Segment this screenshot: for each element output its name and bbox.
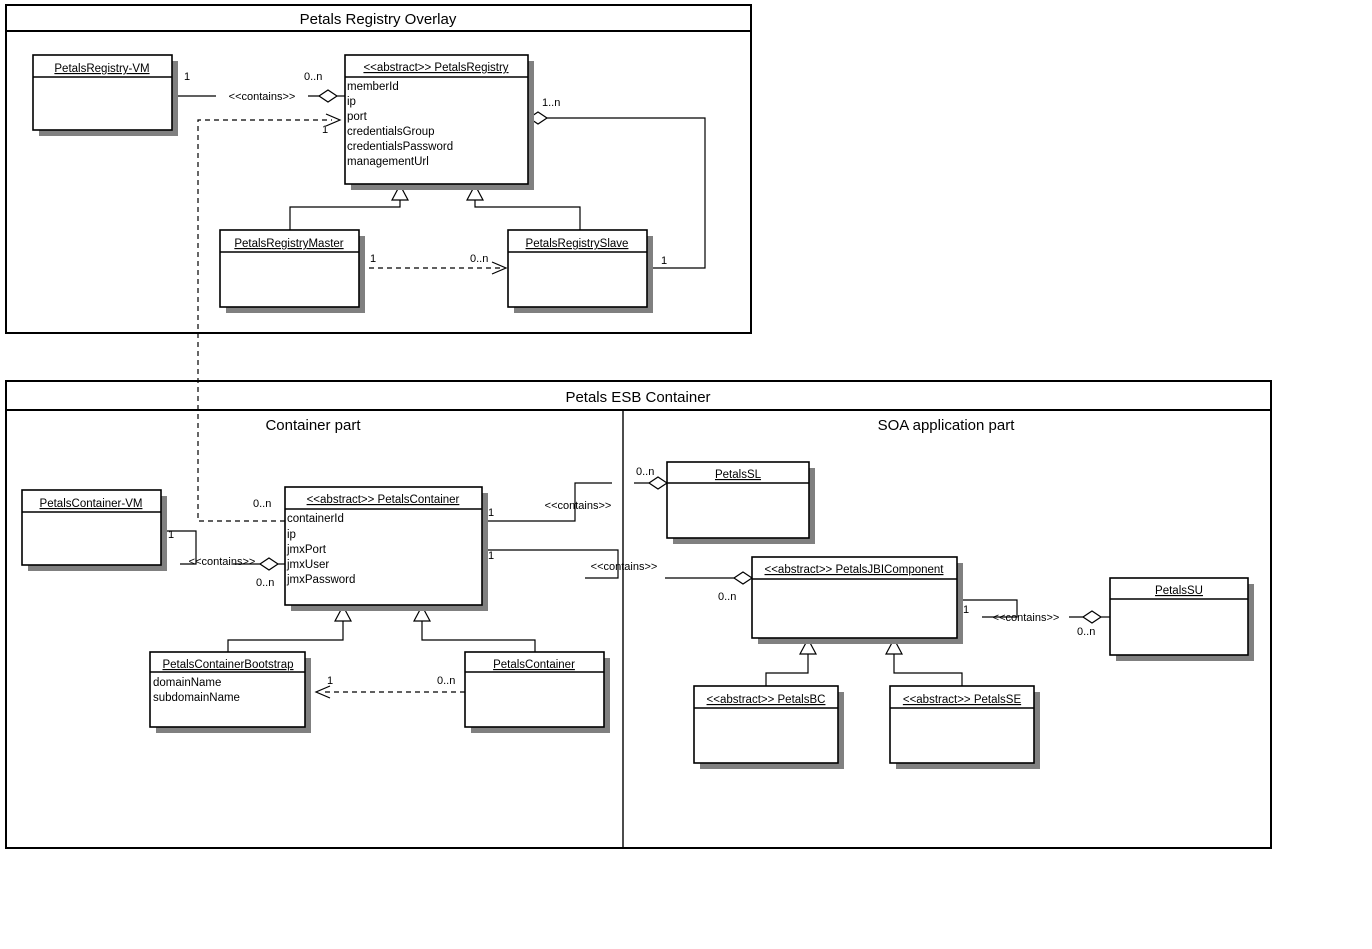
- frame-esb-container: Petals ESB Container Container part SOA …: [5, 380, 1272, 849]
- mult-su-zeron: 0..n: [1077, 626, 1095, 638]
- mult-slave-zeron: 0..n: [470, 253, 488, 265]
- attr-jmxuser: jmxUser: [286, 559, 329, 571]
- generalization-se-jbi: [885, 637, 963, 686]
- mult-containervm-one: 1: [168, 529, 174, 541]
- attr-ip: ip: [347, 96, 356, 108]
- class-petals-container-abstract[interactable]: <<abstract>> PetalsContainer containerId…: [284, 486, 488, 611]
- assoc-jbi-su: 1 0..n <<contains>>: [957, 599, 1110, 638]
- class-name-petals-registry: <<abstract>> PetalsRegistry: [363, 62, 508, 74]
- generalization-master-registry: [289, 183, 409, 230]
- assoc-label-contains-4: <<contains>>: [591, 561, 658, 573]
- attr-container-ip: ip: [287, 529, 296, 541]
- mult-master-one: 1: [370, 253, 376, 265]
- mult-registry-one-dep: 1: [322, 124, 328, 136]
- assoc-label-contains-2: <<contains>>: [189, 556, 256, 568]
- frame-registry-overlay: Petals Registry Overlay: [5, 4, 752, 334]
- mult-registryvm-one: 1: [184, 71, 190, 83]
- attr-credentialspassword: credentialsPassword: [347, 141, 453, 153]
- mult-registry-onen: 1..n: [542, 97, 560, 109]
- attr-subdomainname: subdomainName: [153, 692, 240, 704]
- class-name-petals-bc: <<abstract>> PetalsBC: [707, 694, 826, 706]
- class-petals-bc[interactable]: <<abstract>> PetalsBC: [693, 685, 844, 769]
- attr-jmxport: jmxPort: [286, 544, 327, 556]
- class-petals-jbi-component[interactable]: <<abstract>> PetalsJBIComponent: [751, 556, 963, 644]
- class-name-petals-jbi-component: <<abstract>> PetalsJBIComponent: [765, 564, 945, 576]
- dependency-master-slave: 1 0..n: [360, 253, 508, 275]
- class-petals-sl[interactable]: PetalsSL: [666, 461, 815, 544]
- assoc-label-contains-3: <<contains>>: [545, 500, 612, 512]
- class-name-petals-registry-master: PetalsRegistryMaster: [234, 238, 343, 250]
- class-name-petals-su: PetalsSU: [1155, 585, 1203, 597]
- partition-title-soa-part: SOA application part: [878, 417, 1016, 434]
- mult-container-one-jbi: 1: [488, 550, 494, 562]
- class-petals-container[interactable]: PetalsContainer: [464, 651, 610, 733]
- class-petals-container-bootstrap[interactable]: PetalsContainerBootstrap domainName subd…: [149, 651, 311, 733]
- mult-slave-one: 1: [661, 255, 667, 267]
- class-petals-registry-vm[interactable]: PetalsRegistry-VM: [32, 54, 178, 136]
- class-name-petals-container-abstract: <<abstract>> PetalsContainer: [307, 494, 460, 506]
- class-name-petals-container-vm: PetalsContainer-VM: [40, 498, 143, 510]
- assoc-container-jbi: 1 0..n <<contains>>: [482, 549, 754, 603]
- dependency-container-bootstrap: 1 0..n: [314, 675, 465, 699]
- attr-containerid: containerId: [287, 513, 344, 525]
- generalization-bc-jbi: [765, 637, 817, 686]
- class-name-petals-registry-slave: PetalsRegistrySlave: [526, 238, 629, 250]
- frame-title-esb-container: Petals ESB Container: [565, 389, 710, 406]
- assoc-registryvm-registry: 1 0..n <<contains>>: [172, 71, 345, 103]
- attr-domainname: domainName: [153, 677, 221, 689]
- assoc-label-contains-5: <<contains>>: [993, 612, 1060, 624]
- mult-jbi-one-su: 1: [963, 604, 969, 616]
- generalization-container-containerabstract: [413, 604, 536, 652]
- attr-port: port: [347, 111, 368, 123]
- mult-container-one-sl: 1: [488, 507, 494, 519]
- class-petals-registry-master[interactable]: PetalsRegistryMaster: [219, 229, 365, 313]
- class-petals-su[interactable]: PetalsSU: [1109, 577, 1254, 661]
- class-petals-registry[interactable]: <<abstract>> PetalsRegistry memberId ip …: [344, 54, 534, 190]
- class-name-petals-se: <<abstract>> PetalsSE: [903, 694, 1022, 706]
- class-petals-container-vm[interactable]: PetalsContainer-VM: [21, 489, 167, 571]
- mult-jbi-zeron: 0..n: [718, 591, 736, 603]
- assoc-label-contains-1: <<contains>>: [229, 91, 296, 103]
- assoc-containervm-container: 1 0..n <<contains>>: [162, 529, 285, 589]
- class-name-petals-container-bootstrap: PetalsContainerBootstrap: [162, 659, 293, 671]
- mult-container-zeron-boot: 0..n: [437, 675, 455, 687]
- generalization-bootstrap-container: [227, 604, 352, 652]
- mult-sl-zeron: 0..n: [636, 466, 654, 478]
- dependency-container-registry: 1 0..n: [197, 113, 342, 522]
- partition-title-container-part: Container part: [265, 417, 361, 434]
- assoc-container-sl: 1 0..n <<contains>>: [482, 466, 669, 522]
- attr-credentialsgroup: credentialsGroup: [347, 126, 435, 138]
- mult-bootstrap-one: 1: [327, 675, 333, 687]
- generalization-slave-registry: [466, 183, 581, 230]
- mult-registry-zeron: 0..n: [304, 71, 322, 83]
- frame-title-registry-overlay: Petals Registry Overlay: [300, 11, 457, 28]
- mult-container-zeron: 0..n: [256, 577, 274, 589]
- class-name-petals-registry-vm: PetalsRegistry-VM: [54, 63, 149, 75]
- class-petals-registry-slave[interactable]: PetalsRegistrySlave: [507, 229, 653, 313]
- mult-container-zeron-dep: 0..n: [253, 498, 271, 510]
- attr-jmxpassword: jmxPassword: [286, 574, 355, 586]
- attr-managementurl: managementUrl: [347, 156, 429, 168]
- attr-memberid: memberId: [347, 81, 399, 93]
- class-name-petals-sl: PetalsSL: [715, 469, 762, 481]
- class-name-petals-container: PetalsContainer: [493, 659, 575, 671]
- class-petals-se[interactable]: <<abstract>> PetalsSE: [889, 685, 1040, 769]
